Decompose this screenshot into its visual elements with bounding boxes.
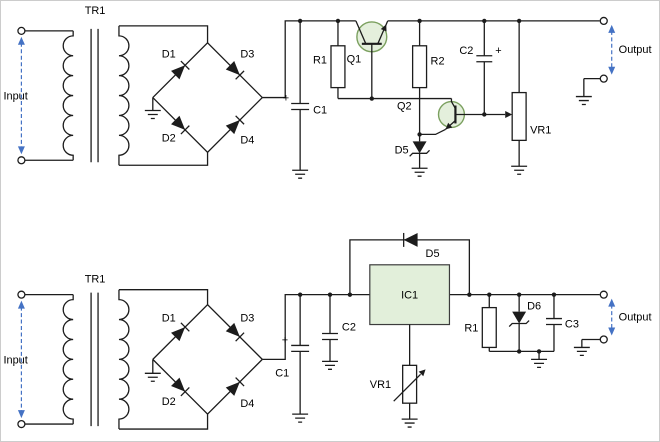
capacitor-c1: + C1	[275, 292, 310, 423]
label-c1-plus: +	[283, 93, 289, 105]
vr1-wiper-arrow-icon	[418, 369, 426, 377]
label-vr1: VR1	[530, 124, 551, 136]
output-terminal-top	[599, 290, 608, 299]
input-label: Input	[3, 91, 27, 103]
resistor-r2: R2	[411, 18, 445, 142]
zener-d5: D5	[395, 140, 431, 177]
ground-bus	[489, 349, 554, 368]
output-terminal-top	[599, 16, 608, 26]
label-q2: Q2	[397, 101, 412, 113]
label-d5: D5	[395, 144, 409, 156]
q1-emitter-arrow-icon	[380, 24, 387, 32]
capacitor-c3: C3	[546, 292, 579, 352]
label-ic1: IC1	[401, 290, 418, 302]
secondary-coil	[118, 25, 130, 166]
circuit-bottom: Input TR1 D1 D3 D2 D4	[3, 232, 652, 430]
label-c2-plus: +	[495, 45, 501, 57]
ground-output-icon	[575, 95, 593, 106]
label-r1: R1	[464, 322, 478, 334]
diode-d5: D5	[347, 232, 472, 297]
capacitor-c2: C2	[321, 292, 356, 370]
resistor-r1: R1	[464, 292, 497, 352]
ground-bridge-icon	[144, 372, 162, 382]
label-d1: D1	[162, 49, 176, 61]
transformer-tr1: TR1	[24, 274, 209, 430]
output-section: Output	[575, 16, 652, 106]
transistor-q1: Q1	[347, 20, 389, 99]
label-c1-plus: +	[282, 334, 288, 346]
label-tr1: TR1	[85, 5, 106, 17]
circuit-top: Input TR1 D1 D3 D2 D4	[3, 5, 652, 179]
label-c2: C2	[342, 322, 356, 334]
zener-d6: D6	[508, 292, 541, 352]
bridge-rectifier: D1 D3 D2 D4	[144, 303, 263, 416]
output-terminal-bottom	[599, 74, 608, 83]
core	[90, 292, 99, 427]
input-arrow-head-down-icon	[17, 410, 25, 419]
core	[90, 28, 99, 163]
diode-d5-symbol	[403, 232, 418, 247]
label-c3: C3	[565, 319, 579, 331]
output-arrow-head-down-icon	[608, 327, 616, 336]
regulator-ic1: IC1	[369, 264, 451, 366]
label-d5: D5	[426, 248, 440, 260]
input-arrow-head-down-icon	[17, 146, 25, 155]
positive-rail	[262, 294, 600, 361]
label-c1: C1	[313, 104, 327, 116]
transformer-tr1: TR1	[24, 5, 209, 166]
label-d1: D1	[162, 313, 176, 325]
ground-c1-icon	[291, 169, 309, 179]
capacitor-c2: C2 +	[459, 18, 502, 117]
label-tr1: TR1	[85, 274, 106, 286]
input-terminal-bottom	[17, 156, 26, 165]
label-d6: D6	[527, 301, 541, 313]
label-d2: D2	[162, 396, 176, 408]
label-d4: D4	[240, 134, 254, 146]
output-terminal-bottom	[599, 335, 608, 344]
ground-vr1-icon	[510, 165, 528, 175]
label-r2: R2	[431, 56, 445, 68]
ground-output-icon	[573, 346, 591, 357]
ground-c1-icon	[291, 413, 309, 423]
potentiometer-vr1: VR1	[505, 18, 551, 175]
input-terminal-top	[17, 290, 26, 299]
label-d3: D3	[240, 313, 254, 325]
q2-emitter-arrow-icon	[445, 122, 453, 130]
ground-d5-icon	[410, 167, 429, 177]
ground-c2-icon	[321, 360, 339, 370]
input-terminal-bottom	[17, 419, 26, 429]
output-arrow-head-up-icon	[608, 298, 616, 307]
label-r1: R1	[313, 55, 327, 67]
label-c2: C2	[459, 45, 473, 57]
capacitor-c1: + C1	[283, 18, 327, 179]
label-c1: C1	[275, 367, 289, 379]
ground-vr1-icon	[401, 418, 419, 428]
label-vr1: VR1	[370, 379, 391, 391]
input-terminal-top	[17, 26, 26, 35]
input-arrow-head-up-icon	[17, 36, 25, 45]
label-d4: D4	[240, 398, 254, 410]
output-section: Output	[573, 290, 652, 357]
output-arrow-head-down-icon	[608, 66, 616, 75]
input-label: Input	[3, 354, 27, 366]
output-arrow-head-up-icon	[608, 24, 616, 33]
resistor-r1: R1	[313, 18, 346, 99]
output-label: Output	[619, 312, 652, 324]
bridge-rectifier: D1 D3 D2 D4	[144, 41, 263, 154]
label-d3: D3	[240, 49, 254, 61]
positive-rail	[262, 20, 600, 99]
secondary-coil	[118, 289, 130, 430]
output-label: Output	[619, 44, 652, 56]
potentiometer-vr1: VR1	[370, 364, 426, 428]
input-arrow-head-up-icon	[17, 300, 25, 309]
ground-bus-icon	[530, 358, 548, 368]
primary-coil	[62, 30, 74, 161]
ground-bridge-icon	[144, 109, 162, 120]
transistor-q2: Q2	[397, 98, 506, 136]
label-q1: Q1	[347, 54, 362, 66]
label-d2: D2	[162, 132, 176, 144]
vr1-wiper-arrow-icon	[505, 111, 513, 118]
primary-coil	[62, 294, 74, 425]
